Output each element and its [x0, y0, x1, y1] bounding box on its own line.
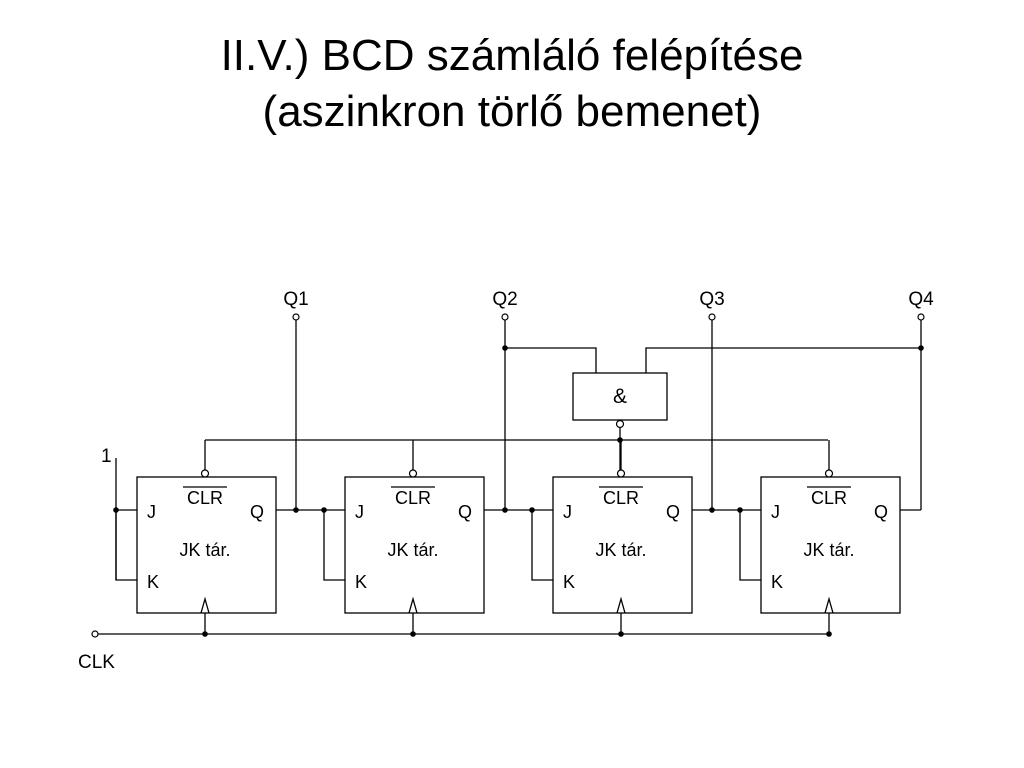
flip-flop-name: JK tár.	[387, 540, 438, 560]
flip-flop-name: JK tár.	[595, 540, 646, 560]
title-line-2: (aszinkron törlő bemenet)	[262, 87, 762, 136]
clr-inverter-bubble	[616, 469, 626, 478]
and-gate: &	[572, 372, 668, 429]
clock-edge-marker	[824, 596, 834, 614]
q-output-label: Q	[666, 502, 680, 522]
q2-to-and-wire	[505, 347, 597, 373]
k-input-label: K	[563, 572, 575, 592]
j-input-label: J	[563, 502, 572, 522]
clr-inverter-bubble	[200, 469, 210, 478]
constant-one-label: 1	[101, 446, 112, 467]
jk-tie-wire	[739, 509, 761, 581]
clock-edge-marker	[408, 596, 418, 614]
output-label: Q2	[492, 289, 517, 310]
q-output-label: Q	[874, 502, 888, 522]
j-junction	[113, 507, 119, 513]
title-line-1: II.V.) BCD számláló felépítése	[220, 31, 804, 80]
q4-to-and-wire	[645, 347, 921, 373]
output-q2: Q2	[492, 289, 518, 510]
output-terminal[interactable]	[292, 313, 300, 321]
k-input-label: K	[355, 572, 367, 592]
output-terminal[interactable]	[501, 313, 509, 321]
output-label: Q1	[283, 289, 308, 310]
output-terminal[interactable]	[708, 313, 716, 321]
flip-flop-name: JK tár.	[803, 540, 854, 560]
clock-junction	[618, 631, 624, 637]
clr-input-label: CLR	[603, 488, 639, 508]
junction-clear-bus	[617, 437, 623, 443]
k-input-label: K	[771, 572, 783, 592]
output-label: Q3	[699, 289, 724, 310]
q-output-label: Q	[250, 502, 264, 522]
clr-input-label: CLR	[395, 488, 431, 508]
output-label: Q4	[908, 289, 934, 310]
clr-inverter-bubble	[824, 469, 834, 478]
clock-edge-marker	[616, 596, 626, 614]
output-terminal[interactable]	[917, 313, 925, 321]
flip-flop-name: JK tár.	[179, 540, 230, 560]
clr-input-label: CLR	[811, 488, 847, 508]
jk-flip-flop-2: J K Q CLR JK tár.	[323, 440, 535, 637]
jk-tie-wire	[323, 509, 345, 581]
output-q4: Q4	[908, 289, 934, 510]
clock-edge-marker	[200, 596, 210, 614]
j-input-label: J	[771, 502, 780, 522]
clock-junction	[410, 631, 416, 637]
jk-flip-flop-1-body	[136, 476, 277, 614]
jk-flip-flop-2-body	[344, 476, 485, 614]
j-input-label: J	[147, 502, 156, 522]
j-input-label: J	[355, 502, 364, 522]
clr-inverter-bubble	[408, 469, 418, 478]
clock-junction	[202, 631, 208, 637]
and-gate-inverter-bubble	[615, 419, 625, 429]
k-input-label: K	[147, 572, 159, 592]
clk-input-terminal[interactable]	[91, 630, 99, 638]
jk-flip-flop-1: J K Q CLR JK tár.	[113, 440, 327, 637]
clock-junction	[826, 631, 832, 637]
jk-flip-flop-4-body	[760, 476, 901, 614]
jk-flip-flop-3: J K Q CLR JK tár.	[531, 440, 743, 637]
output-q1: Q1	[283, 289, 309, 510]
q-output-label: Q	[458, 502, 472, 522]
clr-input-label: CLR	[187, 488, 223, 508]
and-gate-symbol: &	[613, 385, 627, 408]
jk-tie-wire	[531, 509, 553, 581]
slide-title: II.V.) BCD számláló felépítése (aszinkro…	[0, 28, 1024, 140]
jk-flip-flop-3-body	[552, 476, 693, 614]
output-q3: Q3	[699, 289, 725, 510]
clk-label: CLK	[78, 652, 115, 673]
output-layer: Q1 Q2 Q3 Q4	[283, 289, 934, 510]
jk-tie-wire	[115, 509, 137, 581]
jk-flip-flop-4: J K Q CLR JK tár.	[739, 440, 921, 637]
